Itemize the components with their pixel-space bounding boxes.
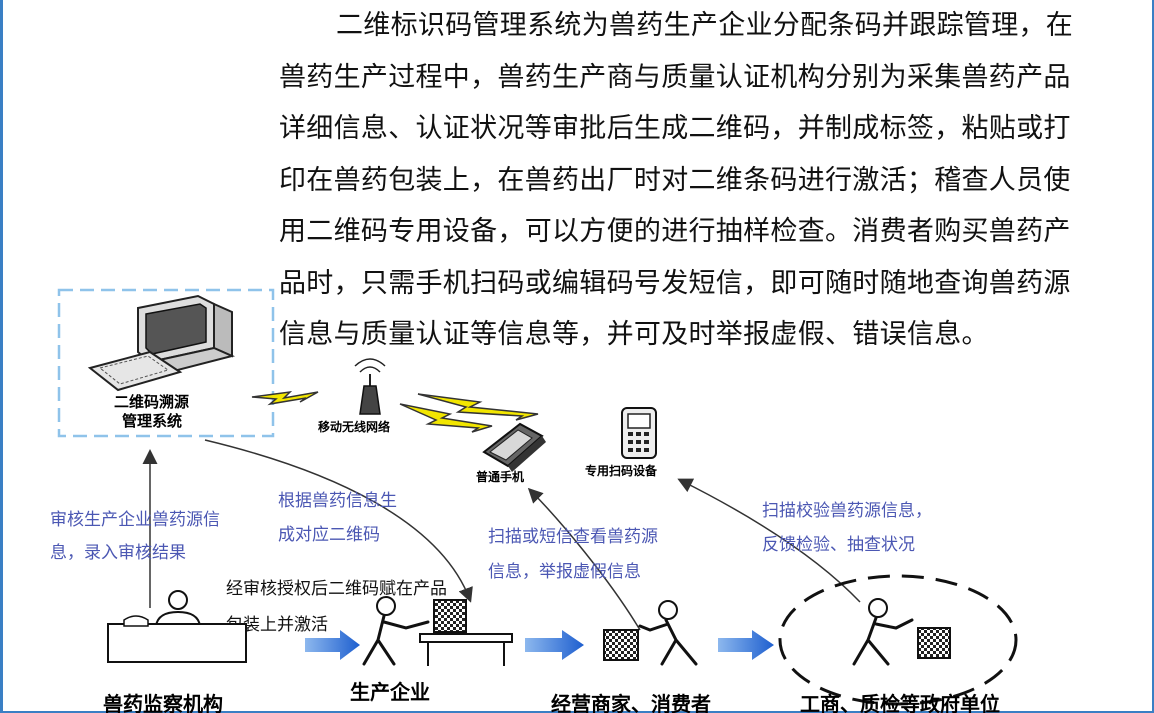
antenna-icon (354, 358, 386, 415)
system-label-line1: 二维码溯源 (114, 393, 189, 411)
description-paragraph: 二维标识码管理系统为兽药生产企业分配条码并跟踪管理，在 兽药生产过程中，兽药生产… (279, 0, 1141, 361)
paragraph-line: 信息与质量认证等信息等，并可及时举报虚假、错误信息。 (279, 319, 989, 350)
paragraph-line: 品时，只需手机扫码或编辑码号发短信，即可随时随地查询兽药源 (279, 267, 1071, 299)
entity-label-supervision: 兽药监察机构 (103, 692, 223, 713)
activate-annotation-line1: 经审核授权后二维码赋在产品 (226, 579, 447, 599)
supervisor-figure-icon (107, 590, 247, 663)
audit-annotation-line2: 息，录入审核结果 (50, 543, 186, 563)
generate-arrow (204, 439, 473, 603)
system-label-line2: 管理系统 (122, 412, 182, 430)
producer-figure-icon (362, 596, 513, 666)
scanner-label: 专用扫码设备 (585, 463, 658, 478)
generate-annotation-line2: 成对应二维码 (278, 525, 380, 545)
paragraph-line: 用二维码专用设备，可以方便的进行抽样检查。消费者购买兽药产 (279, 216, 1071, 247)
lightning-bolt-icon (399, 403, 493, 433)
paragraph-line: 印在兽药包装上，在兽药出厂时对二维条码进行激活；稽查人员使 (279, 164, 1071, 196)
bottom-frame-edge (0, 711, 1154, 713)
query-annotation-line2: 信息，举报虚假信息 (488, 562, 641, 582)
paragraph-line: 二维标识码管理系统为兽药生产企业分配条码并跟踪管理，在 (336, 10, 1074, 41)
scanner-device-icon (621, 407, 657, 459)
paragraph-line: 详细信息、认证状况等审批后生成二维码，并制成标签，粘贴或打 (279, 113, 1071, 144)
entity-label-producer: 生产企业 (350, 680, 430, 704)
query-arrow (527, 487, 641, 631)
lightning-bolt-icon (417, 393, 539, 421)
lightning-bolt-icon (251, 390, 319, 406)
mobile-phone-icon (482, 422, 546, 472)
entity-label-merchant: 经营商家、消费者 (551, 692, 711, 713)
paragraph-line: 兽药生产过程中，兽药生产商与质量认证机构分别为采集兽药产品 (279, 61, 1071, 93)
verify-annotation-line2: 反馈检验、抽查状况 (762, 535, 915, 555)
left-frame-edge (0, 0, 3, 713)
computer-icon (87, 294, 236, 392)
entity-label-government: 工商、质检等政府单位 (800, 692, 1000, 713)
verify-annotation-line1: 扫描校验兽药源信息， (762, 501, 932, 521)
flow-arrow-icon (718, 630, 774, 660)
query-annotation-line1: 扫描或短信查看兽药源 (488, 527, 658, 547)
government-dashed-circle (778, 574, 1018, 706)
right-frame-edge (1152, 0, 1154, 713)
network-label: 移动无线网络 (318, 419, 390, 434)
activate-annotation-line2: 包装上并激活 (226, 615, 328, 635)
flow-arrow-icon (525, 630, 584, 660)
generate-annotation-line1: 根据兽药信息生 (278, 491, 397, 511)
qr-code-icon (433, 599, 467, 633)
system-dashed-box (57, 288, 275, 438)
qr-code-icon (603, 629, 639, 661)
qr-code-icon (917, 627, 951, 659)
merchant-figure-icon (603, 600, 698, 666)
audit-annotation-line1: 审核生产企业兽药源信 (50, 510, 220, 530)
inspector-figure-icon (852, 598, 951, 666)
flow-arrow-icon (305, 630, 360, 660)
verify-arrow (677, 478, 861, 603)
phone-label: 普通手机 (476, 469, 524, 484)
connector-lines (142, 439, 861, 631)
